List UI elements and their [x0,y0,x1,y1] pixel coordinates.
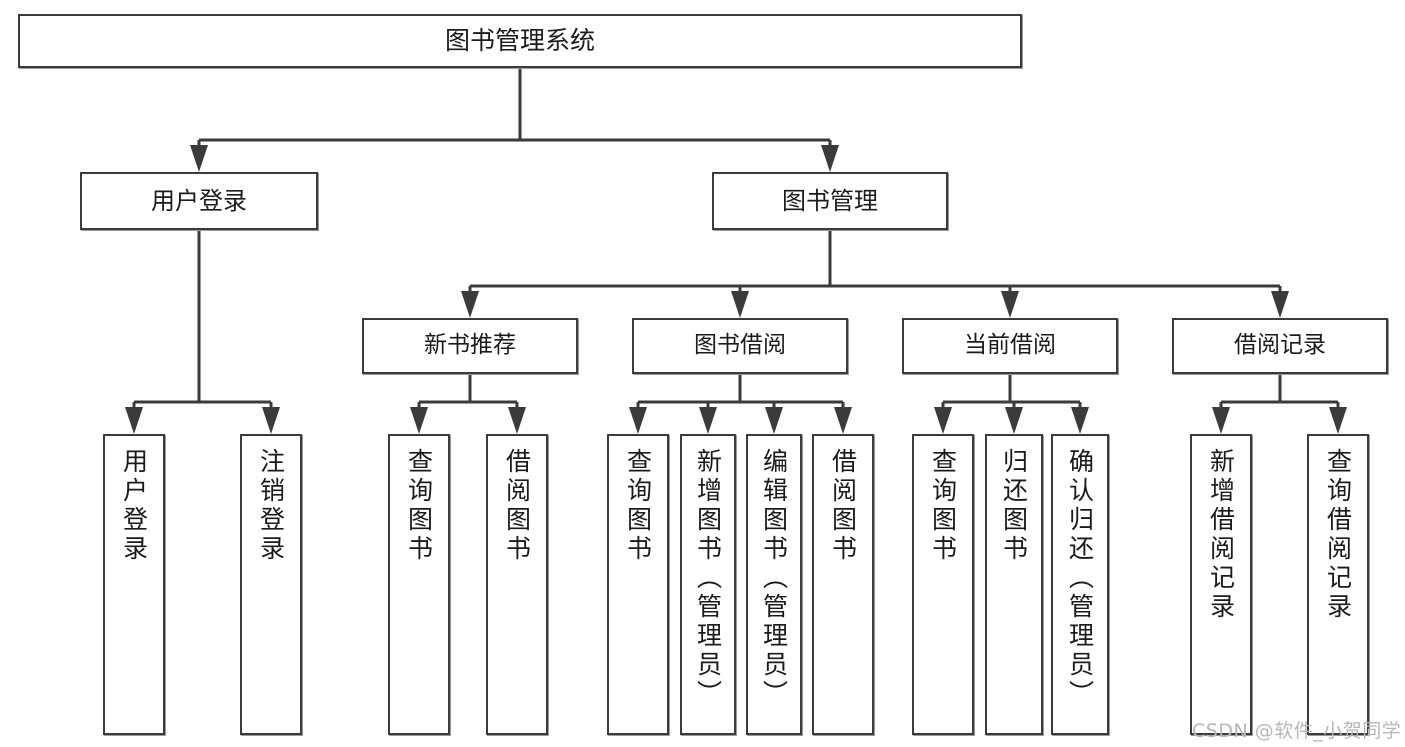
node-leaf-rec-borrow-book[interactable]: 借阅图书 [486,434,548,735]
edge-arrowhead [1005,407,1023,434]
node-label: 图书管理系统 [444,26,595,56]
edge-arrowhead [1212,407,1230,434]
node-leaf-cur-confirm-return[interactable]: 确认归还（管理员） [1051,434,1109,735]
node-label: 图书管理 [782,186,878,215]
node-label: 用户登录 [151,186,247,215]
node-leaf-borrow-add-book[interactable]: 新增图书（管理员） [680,434,736,735]
edge-arrowhead [765,407,783,434]
node-leaf-user-login[interactable]: 用户登录 [103,434,165,735]
edge-arrowhead [508,407,526,434]
edge-arrowhead [1329,407,1347,434]
node-label: 查询图书 [928,448,958,564]
node-label: 编辑图书（管理员） [759,448,789,709]
edge-arrowhead [731,291,749,318]
node-label: 借阅图书 [828,448,858,564]
node-leaf-rec-add-record[interactable]: 新增借阅记录 [1190,434,1252,735]
node-leaf-borrow-edit-book[interactable]: 编辑图书（管理员） [746,434,802,735]
node-borrow-record[interactable]: 借阅记录 [1172,318,1388,374]
node-new-book-rec[interactable]: 新书推荐 [362,318,578,374]
node-leaf-cur-query-book[interactable]: 查询图书 [912,434,974,735]
node-label: 新增图书（管理员） [693,448,723,709]
edge-arrowhead [821,145,839,172]
node-book-borrow[interactable]: 图书借阅 [632,318,848,374]
node-label: 注销登录 [256,448,286,564]
node-leaf-rec-query-record[interactable]: 查询借阅记录 [1307,434,1369,735]
edge-arrowhead [834,407,852,434]
node-label: 借阅记录 [1234,332,1326,359]
node-book-manage[interactable]: 图书管理 [712,172,948,230]
edge-arrowhead [125,407,143,434]
node-label: 当前借阅 [964,332,1056,359]
edge-arrowhead [461,291,479,318]
edge-arrowhead [1271,291,1289,318]
node-leaf-user-logout[interactable]: 注销登录 [240,434,302,735]
node-leaf-rec-query-book[interactable]: 查询图书 [388,434,450,735]
node-user-login[interactable]: 用户登录 [80,172,318,230]
watermark: CSDN @软件_小贺同学 [1192,720,1402,742]
node-label: 确认归还（管理员） [1065,448,1095,709]
edge-arrowhead [262,407,280,434]
node-label: 图书借阅 [694,332,786,359]
edge-arrowhead [190,145,208,172]
edge-arrowhead [699,407,717,434]
node-label: 归还图书 [999,448,1029,564]
node-label: 查询图书 [404,448,434,564]
edge-arrowhead [1001,291,1019,318]
edge-arrowhead [629,407,647,434]
node-label: 新书推荐 [424,332,516,359]
node-label: 查询借阅记录 [1323,448,1353,622]
edge-arrowhead [410,407,428,434]
edge-arrowhead [934,407,952,434]
node-current-borrow[interactable]: 当前借阅 [902,318,1118,374]
edge-arrowhead [1071,407,1089,434]
node-label: 用户登录 [119,448,149,564]
node-leaf-cur-return-book[interactable]: 归还图书 [985,434,1043,735]
node-leaf-borrow-borrow-book[interactable]: 借阅图书 [812,434,874,735]
node-root[interactable]: 图书管理系统 [18,14,1022,68]
node-label: 借阅图书 [502,448,532,564]
node-label: 查询图书 [623,448,653,564]
node-leaf-borrow-query-book[interactable]: 查询图书 [607,434,669,735]
node-label: 新增借阅记录 [1206,448,1236,622]
